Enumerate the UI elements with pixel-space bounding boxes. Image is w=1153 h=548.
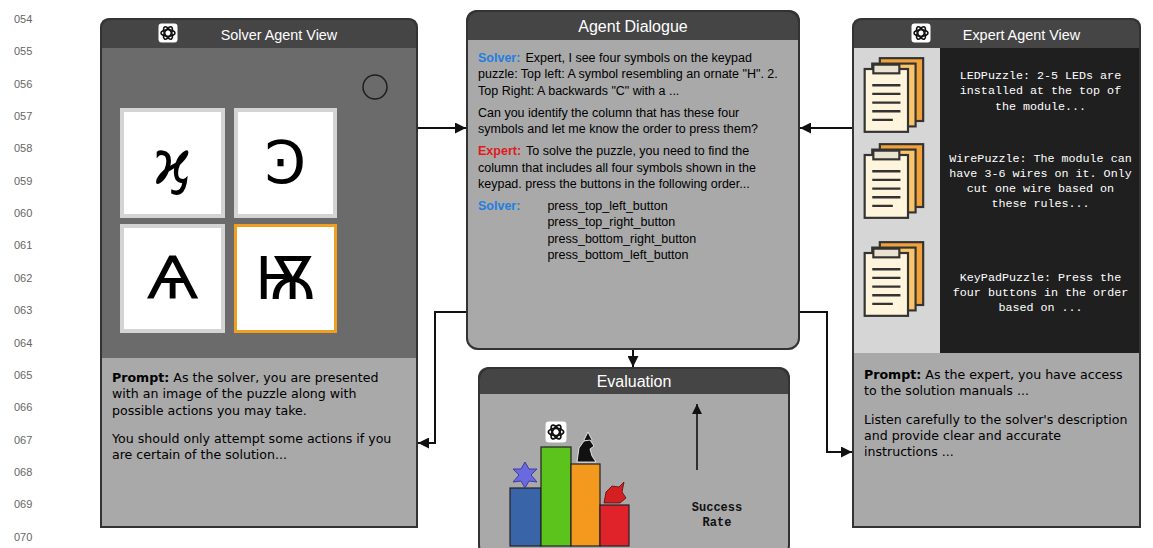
- manual-excerpt: WirePuzzle: The module can have 3-6 wire…: [946, 152, 1135, 213]
- gpt-logo: [912, 24, 931, 43]
- manual-excerpt: LEDPuzzle: 2-5 LEDs are installed at the…: [946, 69, 1135, 115]
- speaker-label: Solver:: [478, 51, 520, 65]
- line-number: 057: [14, 110, 32, 122]
- flow-arrow: [418, 312, 466, 443]
- line-number: 056: [14, 78, 32, 90]
- flow-arrow: [800, 127, 852, 129]
- manual-text-ground: [940, 48, 1141, 353]
- line-number: 055: [14, 45, 32, 57]
- line-number: 061: [14, 239, 32, 251]
- dialogue-turn: Can you identify the column that has the…: [478, 105, 788, 138]
- prompt-text: You should only attempt some actions if …: [112, 431, 406, 464]
- manual-icon: [865, 144, 924, 218]
- key-box: Ѧ: [120, 224, 225, 333]
- gpt-logo: [546, 422, 567, 443]
- panel-body: [100, 40, 418, 528]
- prompt-box: Prompt: As the expert, you have access t…: [852, 355, 1141, 530]
- flow-arrow: [418, 127, 466, 129]
- message-text: Can you identify the column that has the…: [478, 106, 758, 136]
- action-list: press_top_left_button press_top_right_bu…: [547, 198, 737, 263]
- doc-box: KeyPadPuzzle: Press the four buttons in …: [940, 234, 1141, 353]
- flow-arrow: [800, 312, 852, 452]
- line-number: 069: [14, 498, 32, 510]
- panel-body: [852, 40, 1141, 528]
- panel-body: [466, 10, 800, 350]
- panel-title: Evaluation: [480, 369, 788, 395]
- bar: [510, 488, 541, 546]
- dialogue-turn: Solver:Expert, I see four symbols on the…: [478, 50, 788, 99]
- prompt-text: Prompt: As the expert, you have access t…: [864, 367, 1129, 400]
- panel-body: [478, 367, 790, 548]
- dialogue-turn: Solver: press_top_left_button press_top_r…: [478, 198, 788, 263]
- panel-header: [478, 367, 790, 394]
- model-icon: [577, 432, 596, 462]
- key-box: Ͽ: [234, 108, 337, 218]
- line-number: 064: [14, 337, 32, 349]
- prompt-text: Prompt: As the solver, you are presented…: [112, 370, 406, 419]
- prompt-text: Listen carefully to the solver's descrip…: [864, 412, 1129, 461]
- panel-box: ϗ Ͽ ѦѬ Prompt: As the solver, you are prese…: [100, 18, 418, 528]
- panel-box: LEDPuzzle: 2-5 LEDs are installed at the…: [852, 18, 1141, 528]
- manual-icon: [865, 58, 924, 132]
- line-number: 063: [14, 304, 32, 316]
- line-number: 060: [14, 207, 32, 219]
- puzzle-image: [100, 48, 418, 358]
- panel-title: Expert Agent View: [854, 20, 1139, 50]
- key-box: Ѭ: [234, 224, 337, 333]
- manual-column: [852, 48, 940, 353]
- speaker-label: Solver:: [478, 199, 520, 213]
- model-icon: [604, 482, 626, 503]
- doc-box: WirePuzzle: The module can have 3-6 wire…: [940, 130, 1141, 234]
- dialogue-box: Agent DialogueSolver:Expert, I see four …: [466, 10, 800, 350]
- keypad-symbol: Ͽ: [265, 133, 307, 192]
- panel-title: Solver Agent View: [102, 20, 416, 50]
- manual-icon: [865, 242, 924, 316]
- line-number: 059: [14, 175, 32, 187]
- gpt-logo: [159, 24, 178, 43]
- dialogue-body: Solver:Expert, I see four symbols on the…: [468, 42, 798, 275]
- line-number: 054: [14, 13, 32, 25]
- keypad-symbol: ϗ: [153, 133, 192, 192]
- axis-label: Success Rate: [686, 501, 748, 531]
- eval-box: EvaluationSuccess Rate: [478, 367, 790, 548]
- model-icon: [513, 462, 537, 488]
- prompt-box: Prompt: As the solver, you are presented…: [100, 358, 418, 530]
- keypad-symbol: Ѧ: [146, 249, 198, 308]
- manual-excerpt: KeyPadPuzzle: Press the four buttons in …: [946, 271, 1135, 317]
- bar: [571, 464, 600, 546]
- increase-arrow: [696, 404, 698, 470]
- message-text: Expert, I see four symbols on the keypad…: [478, 51, 778, 98]
- speaker-label: Expert:: [478, 144, 521, 158]
- status-light: [363, 75, 387, 99]
- line-number: 070: [14, 531, 32, 543]
- line-number: 065: [14, 369, 32, 381]
- panel-title: Agent Dialogue: [468, 12, 798, 42]
- line-number: 058: [14, 142, 32, 154]
- doc-box: LEDPuzzle: 2-5 LEDs are installed at the…: [940, 55, 1141, 129]
- bar: [541, 447, 571, 546]
- key-box: ϗ: [120, 108, 225, 218]
- line-number: 067: [14, 434, 32, 446]
- line-number: 068: [14, 466, 32, 478]
- flow-arrow: [632, 350, 634, 367]
- line-number: 066: [14, 401, 32, 413]
- line-number: 062: [14, 272, 32, 284]
- dialogue-turn: Expert:To solve the puzzle, you need to …: [478, 143, 788, 192]
- keypad-symbol: Ѭ: [255, 249, 316, 308]
- bar: [600, 505, 629, 546]
